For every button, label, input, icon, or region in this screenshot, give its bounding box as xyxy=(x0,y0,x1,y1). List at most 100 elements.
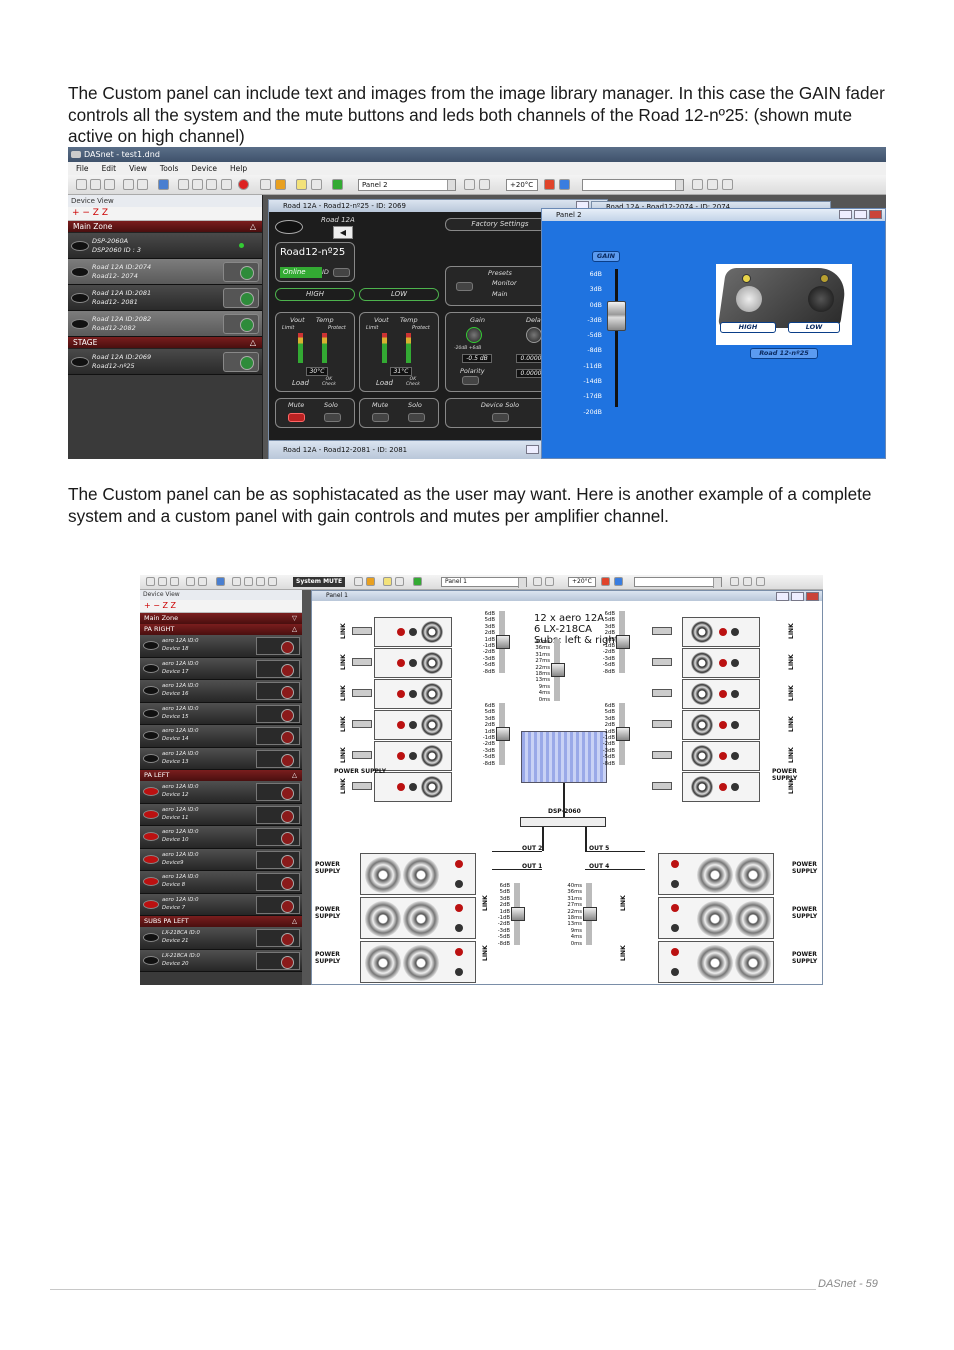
network-icon[interactable] xyxy=(178,179,189,190)
help-icon[interactable] xyxy=(158,179,169,190)
settings-icon[interactable] xyxy=(268,577,277,586)
channel-led-icon[interactable] xyxy=(409,690,417,698)
high-channel-label[interactable]: HIGH xyxy=(275,288,355,301)
low-channel-label[interactable]: LOW xyxy=(359,288,439,301)
menu-file[interactable]: File xyxy=(76,164,89,173)
channel-led-icon[interactable] xyxy=(671,880,679,888)
layout-icon[interactable] xyxy=(545,577,554,586)
device-row[interactable]: Road 12A ID:2081 Road12- 2081 xyxy=(68,285,262,311)
panel-icon[interactable] xyxy=(332,179,343,190)
remove-icon[interactable] xyxy=(559,179,570,190)
settings-icon[interactable] xyxy=(221,179,232,190)
upload-icon[interactable] xyxy=(692,179,703,190)
device-select[interactable] xyxy=(634,577,722,588)
low-solo-button[interactable] xyxy=(408,413,425,422)
zone-header-main[interactable]: Main Zone▽ xyxy=(140,613,302,624)
grid-icon[interactable] xyxy=(464,179,475,190)
solo-icon[interactable] xyxy=(366,577,375,586)
id-button[interactable] xyxy=(333,268,350,277)
scan-icon[interactable] xyxy=(192,179,203,190)
channel-led-icon[interactable] xyxy=(409,628,417,636)
channel-led-icon[interactable] xyxy=(397,659,405,667)
minimize-icon[interactable] xyxy=(526,445,539,454)
channel-led-icon[interactable] xyxy=(455,880,463,888)
low-mute-button[interactable] xyxy=(372,413,389,422)
paste-icon[interactable] xyxy=(198,577,207,586)
home-alt-icon[interactable] xyxy=(756,577,765,586)
zone-header-main[interactable]: Main Zone△ xyxy=(68,221,262,233)
panel-icon[interactable] xyxy=(413,577,422,586)
remove-icon[interactable] xyxy=(614,577,623,586)
close-icon[interactable] xyxy=(806,592,819,601)
channel-led-icon[interactable] xyxy=(731,659,739,667)
channel-led-icon[interactable] xyxy=(671,968,679,976)
zone-header-pa-right[interactable]: PA RIGHT△ xyxy=(140,624,302,635)
delay-fader[interactable] xyxy=(583,883,597,945)
maximize-icon[interactable] xyxy=(791,592,804,601)
layout-icon[interactable] xyxy=(479,179,490,190)
gain-fader-handle[interactable] xyxy=(607,301,626,331)
channel-led-icon[interactable] xyxy=(719,721,727,729)
channel-led-icon[interactable] xyxy=(731,690,739,698)
device-solo-button[interactable] xyxy=(492,413,509,422)
high-mute-button-active[interactable] xyxy=(288,413,305,422)
channel-led-icon[interactable] xyxy=(397,752,405,760)
o-button-icon[interactable] xyxy=(296,179,307,190)
channel-led-icon[interactable] xyxy=(671,924,679,932)
channel-led-icon[interactable] xyxy=(409,659,417,667)
channel-led-icon[interactable] xyxy=(397,628,405,636)
system-mute-button[interactable]: System MUTE xyxy=(293,577,346,587)
channel-led-icon[interactable] xyxy=(731,628,739,636)
channel-led-icon[interactable] xyxy=(455,860,463,868)
wireless-icon[interactable] xyxy=(256,577,265,586)
zone-header-subs-pa-left[interactable]: SUBS PA LEFT△ xyxy=(140,916,302,927)
channel-led-icon[interactable] xyxy=(455,968,463,976)
grid-icon[interactable] xyxy=(533,577,542,586)
channel-led-icon[interactable] xyxy=(719,690,727,698)
link-icon[interactable] xyxy=(354,577,363,586)
gain-fader[interactable] xyxy=(616,611,630,673)
help-icon[interactable] xyxy=(216,577,225,586)
zone-header-stage[interactable]: STAGE△ xyxy=(68,337,262,349)
channel-led-icon[interactable] xyxy=(719,659,727,667)
channel-led-icon[interactable] xyxy=(455,924,463,932)
minimize-icon[interactable] xyxy=(776,592,789,601)
channel-led-icon[interactable] xyxy=(719,752,727,760)
channel-led-icon[interactable] xyxy=(455,904,463,912)
device-row[interactable]: Road 12A ID:2069 Road12-nº25 xyxy=(68,349,262,375)
gain-fader[interactable] xyxy=(511,883,525,945)
scan-icon[interactable] xyxy=(244,577,253,586)
save-icon[interactable] xyxy=(104,179,115,190)
channel-led-icon[interactable] xyxy=(455,948,463,956)
panel-select[interactable]: Panel 2 xyxy=(358,179,456,191)
delay-fader[interactable] xyxy=(551,639,565,701)
channel-led-icon[interactable] xyxy=(731,721,739,729)
new-file-icon[interactable] xyxy=(76,179,87,190)
channel-led-icon[interactable] xyxy=(409,752,417,760)
temperature-select[interactable]: +20°C xyxy=(568,577,596,587)
collapse-icon[interactable]: △ xyxy=(249,222,256,231)
upload-icon[interactable] xyxy=(730,577,739,586)
channel-led-icon[interactable] xyxy=(671,860,679,868)
save-icon[interactable] xyxy=(170,577,179,586)
paste-icon[interactable] xyxy=(137,179,148,190)
delay-knob[interactable] xyxy=(526,327,542,343)
back-arrow-icon[interactable]: ◀ xyxy=(333,226,353,239)
high-mute-button[interactable]: HIGH xyxy=(720,322,776,333)
gain-fader[interactable] xyxy=(496,611,510,673)
solo-icon[interactable] xyxy=(275,179,286,190)
o-button-icon[interactable] xyxy=(383,577,392,586)
gain-fader[interactable] xyxy=(616,703,630,765)
panel-select[interactable]: Panel 1 xyxy=(441,577,527,588)
channel-led-icon[interactable] xyxy=(409,721,417,729)
network-icon[interactable] xyxy=(232,577,241,586)
temperature-select[interactable]: +20°C xyxy=(506,179,538,191)
